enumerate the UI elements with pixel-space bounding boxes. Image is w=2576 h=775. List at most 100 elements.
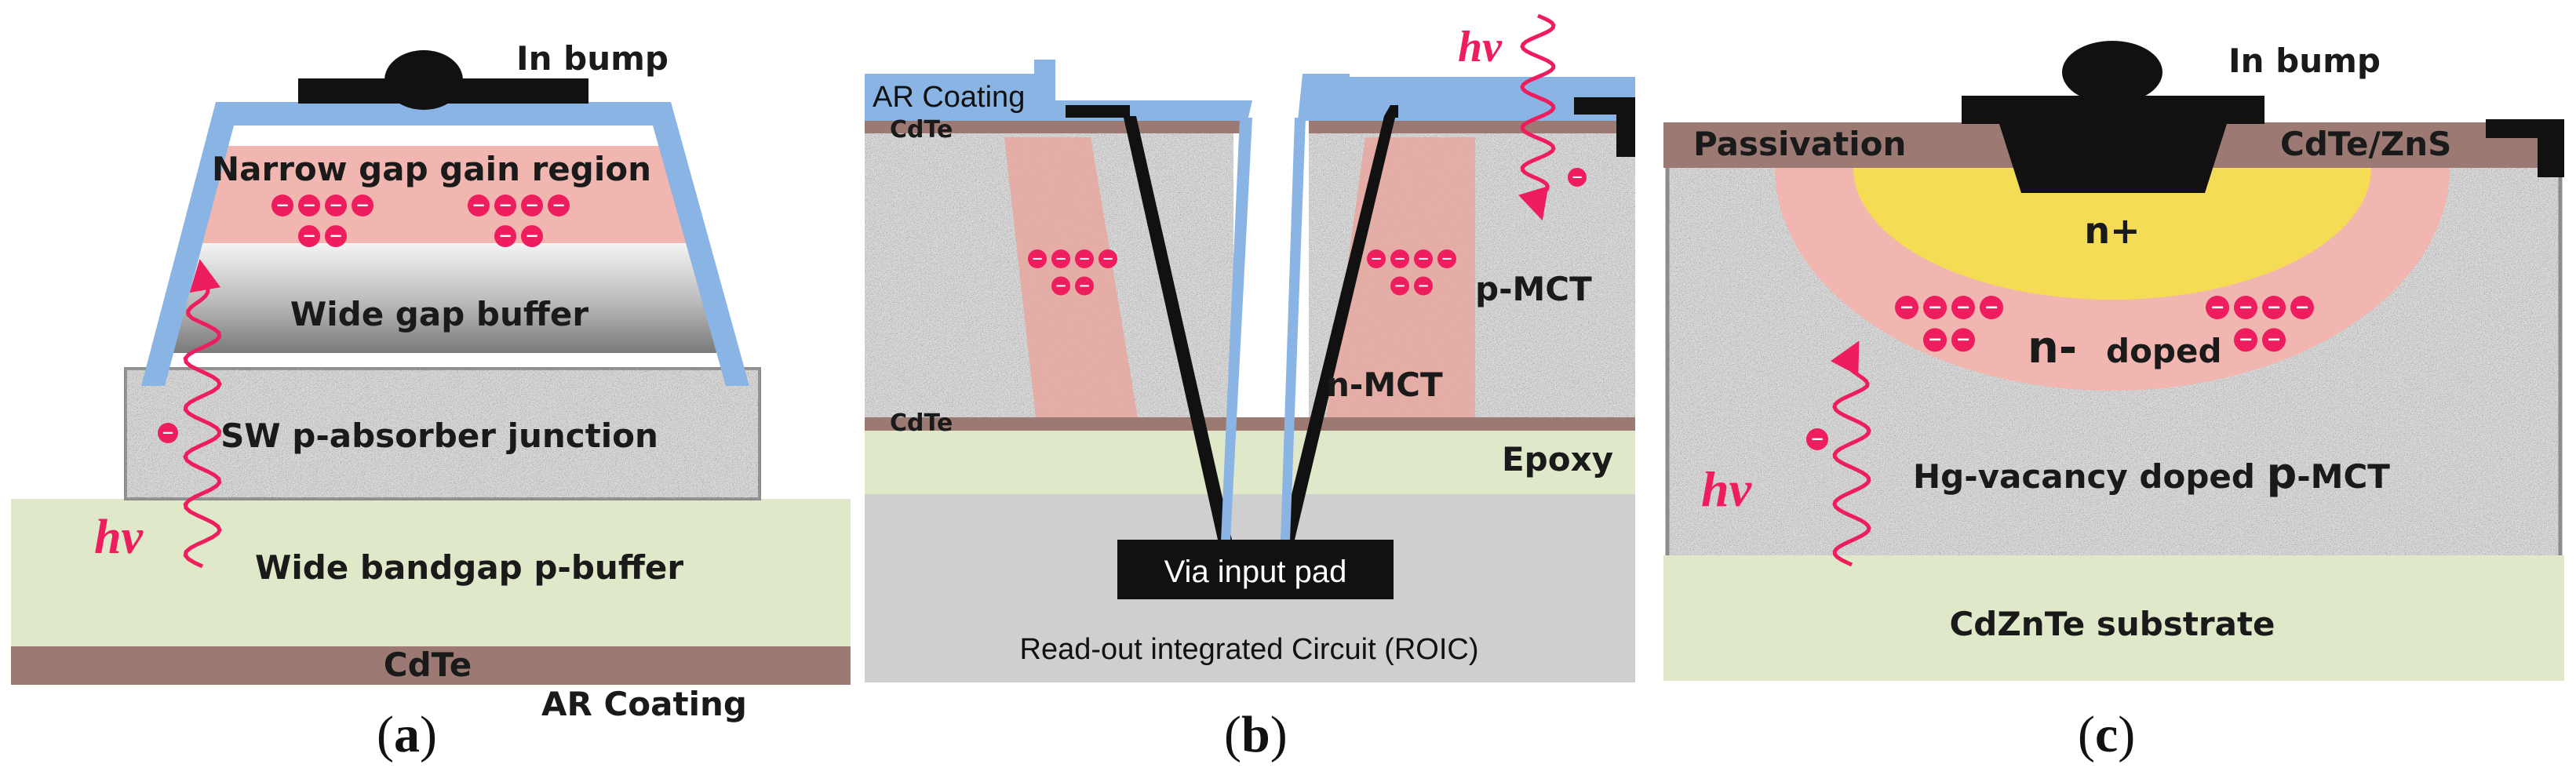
electron-icon: −: [1806, 428, 1828, 450]
electron-icon: −: [2262, 296, 2286, 319]
label-absorber: SW p-absorber junction: [220, 417, 658, 455]
label-epoxy: Epoxy: [1502, 440, 1613, 478]
photon-b: [1518, 13, 1556, 221]
label-n-plus: n+: [2084, 209, 2140, 252]
label-cdte-top-b: CdTe: [890, 116, 953, 144]
svg-text:−: −: [1031, 250, 1043, 267]
label-in-bump-c: In bump: [2228, 42, 2381, 80]
svg-text:−: −: [1956, 297, 1971, 318]
label-p-mct: p-MCT: [1475, 270, 1592, 308]
label-cdte-zns: CdTe/ZnS: [2280, 125, 2451, 163]
svg-text:−: −: [2210, 297, 2225, 318]
electron-icon: −: [548, 195, 570, 216]
electron-icon: −: [352, 195, 373, 216]
svg-text:−: −: [498, 226, 512, 245]
svg-text:−: −: [472, 195, 486, 214]
in-bump-contact-c: [1962, 96, 2264, 193]
svg-text:−: −: [329, 226, 343, 245]
svg-text:−: −: [1984, 297, 1999, 318]
gain-region-layer: [187, 146, 690, 243]
electron-icon: −: [1923, 328, 1947, 352]
caption-c: (c): [2078, 706, 2135, 763]
electron-icon: −: [1437, 249, 1456, 268]
caption-a: (a): [377, 706, 437, 763]
photon-c: [1830, 340, 1871, 567]
electron-icon: −: [1390, 249, 1409, 268]
svg-text:−: −: [302, 226, 316, 245]
label-via-pad: Via input pad: [1164, 555, 1347, 589]
svg-text:−: −: [2267, 329, 2282, 350]
label-cdte-a: CdTe: [384, 646, 472, 684]
svg-text:−: −: [1055, 278, 1066, 294]
svg-text:−: −: [525, 195, 539, 214]
svg-text:−: −: [162, 424, 174, 442]
svg-text:−: −: [355, 195, 370, 214]
svg-text:−: −: [1370, 250, 1382, 267]
v-groove-right-wall: [1281, 105, 1398, 540]
svg-text:−: −: [302, 195, 316, 214]
electron-icon: −: [1051, 249, 1070, 268]
photon-a: [183, 259, 222, 569]
electron-icon: −: [325, 195, 347, 216]
electron-icon: −: [521, 195, 543, 216]
svg-text:−: −: [1394, 278, 1405, 294]
label-in-bump-a: In bump: [516, 39, 669, 78]
svg-text:−: −: [329, 195, 343, 214]
svg-text:−: −: [2267, 297, 2282, 318]
label-hv-c: hv: [1701, 461, 1752, 517]
svg-text:−: −: [2295, 297, 2310, 318]
electron-icon: −: [158, 423, 178, 443]
cdte-layer-a: [11, 646, 851, 685]
v-groove-left-wall: [1066, 105, 1232, 540]
svg-text:−: −: [1102, 250, 1113, 267]
label-ar-coating-b: AR Coating: [873, 81, 1025, 114]
svg-text:−: −: [1956, 329, 1971, 350]
electron-icon: −: [2290, 296, 2314, 319]
electron-icon: −: [2234, 328, 2257, 352]
svg-text:−: −: [1571, 169, 1583, 185]
electron-icon: −: [1028, 249, 1047, 268]
electron-icon: −: [298, 225, 320, 248]
electron-icon: −: [1980, 296, 2003, 319]
electron-icon: −: [325, 225, 347, 248]
svg-text:−: −: [498, 195, 512, 214]
svg-text:−: −: [1417, 278, 1429, 294]
v-groove-blue-left: [1221, 118, 1252, 541]
p-buffer-layer: [11, 499, 851, 646]
svg-text:−: −: [275, 195, 290, 214]
electron-icon: −: [1414, 276, 1433, 296]
label-doped: doped: [2106, 332, 2222, 370]
svg-text:−: −: [1441, 250, 1452, 267]
contact-corner-b: [1574, 97, 1635, 157]
label-hv-a: hv: [94, 511, 144, 564]
label-passivation: Passivation: [1693, 125, 1906, 163]
electron-icon: −: [494, 225, 516, 248]
svg-text:−: −: [1900, 297, 1915, 318]
v-groove-blue-right: [1281, 118, 1306, 541]
label-gain-region: Narrow gap gain region: [212, 150, 651, 188]
cdte-top-left: [865, 121, 1241, 133]
epoxy-layer: [865, 430, 1635, 494]
svg-text:−: −: [2239, 329, 2254, 350]
panel-c: −−−−−−−−−−−−− In bump Passivation CdTe/Z…: [1663, 41, 2564, 763]
electron-icon: −: [298, 195, 320, 216]
electron-icon: −: [1895, 296, 1918, 319]
electron-icon: −: [521, 225, 543, 248]
label-n-minus: n-: [2028, 322, 2077, 373]
electron-group-c: −−−−−−−−−−−−−: [1806, 296, 2314, 450]
electron-icon: −: [1390, 276, 1409, 296]
electron-icon: −: [1075, 276, 1094, 296]
n-mct-left: [1004, 137, 1138, 417]
label-substrate: CdZnTe substrate: [1949, 605, 2275, 643]
contact-corner-c: [2486, 119, 2564, 177]
in-bump-dome-a: [384, 50, 463, 110]
electron-icon: −: [1568, 168, 1587, 187]
electron-icon: −: [2262, 328, 2286, 352]
label-cdte-bottom-b: CdTe: [890, 409, 953, 437]
svg-text:−: −: [1928, 297, 1943, 318]
label-n-mct: n-MCT: [1326, 366, 1443, 404]
label-hv-b: hv: [1458, 23, 1503, 71]
svg-text:−: −: [552, 195, 566, 214]
electron-icon: −: [1951, 328, 1975, 352]
ar-coating-b-left: [865, 60, 1252, 121]
